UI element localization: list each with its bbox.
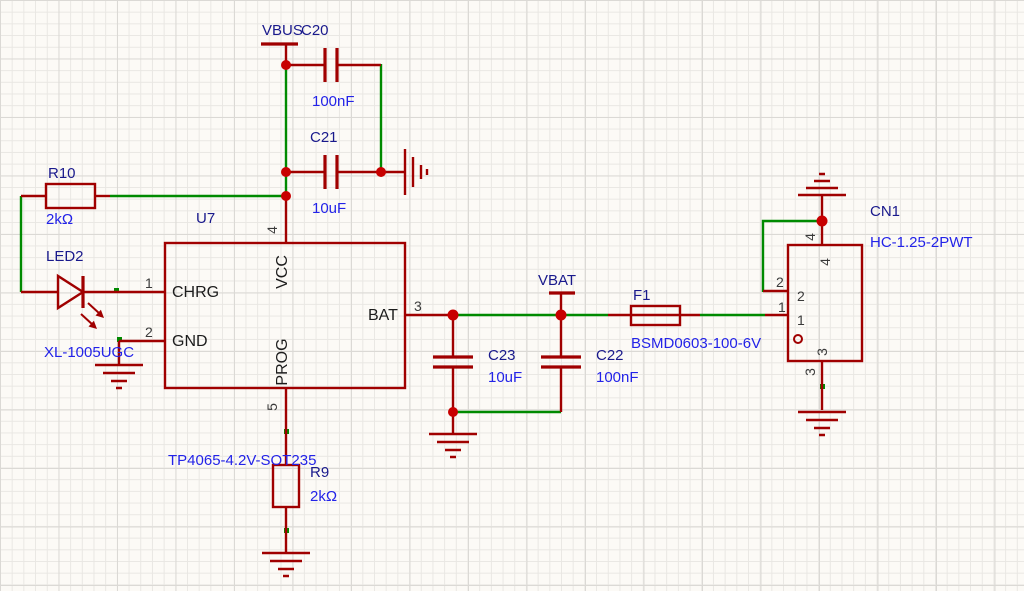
designator-c22[interactable]: C22 [596, 347, 624, 364]
cn1-pin-number-1-outside: 1 [778, 299, 786, 315]
u7-pin-name-vcc: VCC [273, 255, 291, 289]
u7-pin-number-4: 4 [263, 226, 280, 234]
net-label-vbat[interactable]: VBAT [538, 272, 577, 289]
resistor-r10-symbol[interactable] [44, 182, 97, 210]
ic-u7-symbol[interactable] [163, 241, 407, 390]
cn1-pin-name-2-inside: 2 [797, 288, 805, 304]
u7-pin-number-2: 2 [145, 324, 153, 340]
u7-pin-name-chrg: CHRG [172, 284, 220, 301]
ground-symbol-cn1-bottom[interactable] [798, 410, 846, 437]
capacitor-c23-symbol[interactable] [433, 355, 473, 369]
designator-c20[interactable]: C20 [301, 22, 329, 39]
value-c22[interactable]: 100nF [596, 369, 639, 386]
cn1-pin-number-4-outside: 4 [801, 233, 818, 241]
resistor-r9-symbol[interactable] [271, 463, 301, 509]
cn1-pin-name-4-inside: 4 [816, 258, 833, 266]
u7-pin-name-prog: PROG [273, 338, 291, 386]
fuse-f1-symbol[interactable] [629, 304, 682, 327]
designator-r9[interactable]: R9 [310, 464, 330, 481]
capacitor-c22-symbol[interactable] [541, 355, 581, 369]
designator-r10[interactable]: R10 [48, 165, 76, 182]
connector-cn1-symbol[interactable] [786, 243, 864, 363]
ground-symbol-c23[interactable] [429, 432, 477, 459]
ground-symbol-led[interactable] [95, 363, 143, 390]
u7-pin-number-5: 5 [263, 403, 280, 411]
value-r9[interactable]: 2kΩ [310, 488, 338, 505]
u7-pin-number-1: 1 [145, 275, 153, 291]
ground-symbol-r9[interactable] [262, 551, 310, 578]
value-led2[interactable]: XL-1005UGC [44, 344, 135, 361]
ground-symbol-cn1-top-inverted[interactable] [798, 172, 846, 197]
junction-dots [281, 60, 828, 417]
designator-c23[interactable]: C23 [488, 347, 516, 364]
value-c20[interactable]: 100nF [312, 93, 355, 110]
designator-u7[interactable]: U7 [196, 210, 216, 227]
value-u7[interactable]: TP4065-4.2V-SOT235 [168, 452, 317, 469]
u7-pin-number-3: 3 [414, 298, 422, 314]
wire-net[interactable] [19, 64, 825, 533]
ground-symbol-c21-rotated[interactable] [403, 149, 429, 195]
net-label-vbus[interactable]: VBUS [262, 22, 303, 39]
cn1-pin-number-2-outside: 2 [776, 274, 784, 290]
cn1-pin-name-3-inside: 3 [813, 348, 830, 356]
designator-c21[interactable]: C21 [310, 129, 338, 146]
value-f1[interactable]: BSMD0603-100-6V [631, 335, 762, 352]
capacitor-c21-symbol[interactable] [323, 155, 339, 189]
value-cn1[interactable]: HC-1.25-2PWT [870, 234, 973, 251]
capacitor-c20-symbol[interactable] [323, 48, 339, 82]
value-r10[interactable]: 2kΩ [46, 211, 74, 228]
value-c21[interactable]: 10uF [312, 200, 347, 217]
designator-cn1[interactable]: CN1 [870, 203, 901, 220]
cn1-pin-name-1-inside: 1 [797, 312, 805, 328]
wire-stubs[interactable] [21, 44, 824, 553]
cn1-pin-number-3-outside: 3 [801, 368, 818, 376]
led2-symbol[interactable] [56, 273, 104, 329]
designator-f1[interactable]: F1 [633, 287, 651, 304]
u7-pin-name-bat: BAT [368, 307, 398, 324]
designator-led2[interactable]: LED2 [46, 248, 84, 265]
u7-pin-name-gnd: GND [172, 333, 208, 350]
value-c23[interactable]: 10uF [488, 369, 523, 386]
